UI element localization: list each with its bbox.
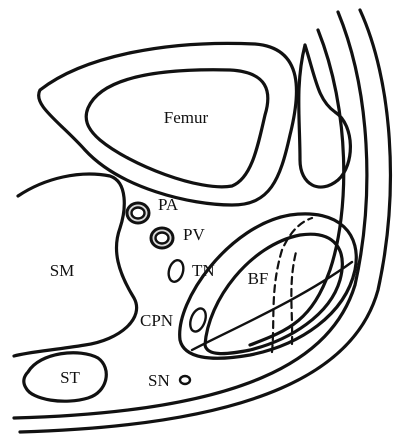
label-st: ST	[60, 368, 80, 387]
femur-bone	[86, 70, 268, 187]
label-sn: SN	[148, 371, 170, 390]
label-sm: SM	[50, 261, 75, 280]
popliteal-vein-lumen	[156, 233, 169, 244]
label-femur: Femur	[164, 108, 209, 127]
sural-nerve	[180, 376, 190, 384]
label-bf: BF	[248, 269, 269, 288]
common-peroneal-nerve	[187, 306, 208, 333]
label-pa: PA	[158, 195, 179, 214]
semimembranosus-outline	[14, 174, 137, 356]
label-cpn: CPN	[140, 311, 173, 330]
label-pv: PV	[183, 225, 205, 244]
popliteal-artery-lumen	[132, 208, 145, 219]
tibial-nerve	[166, 259, 185, 284]
